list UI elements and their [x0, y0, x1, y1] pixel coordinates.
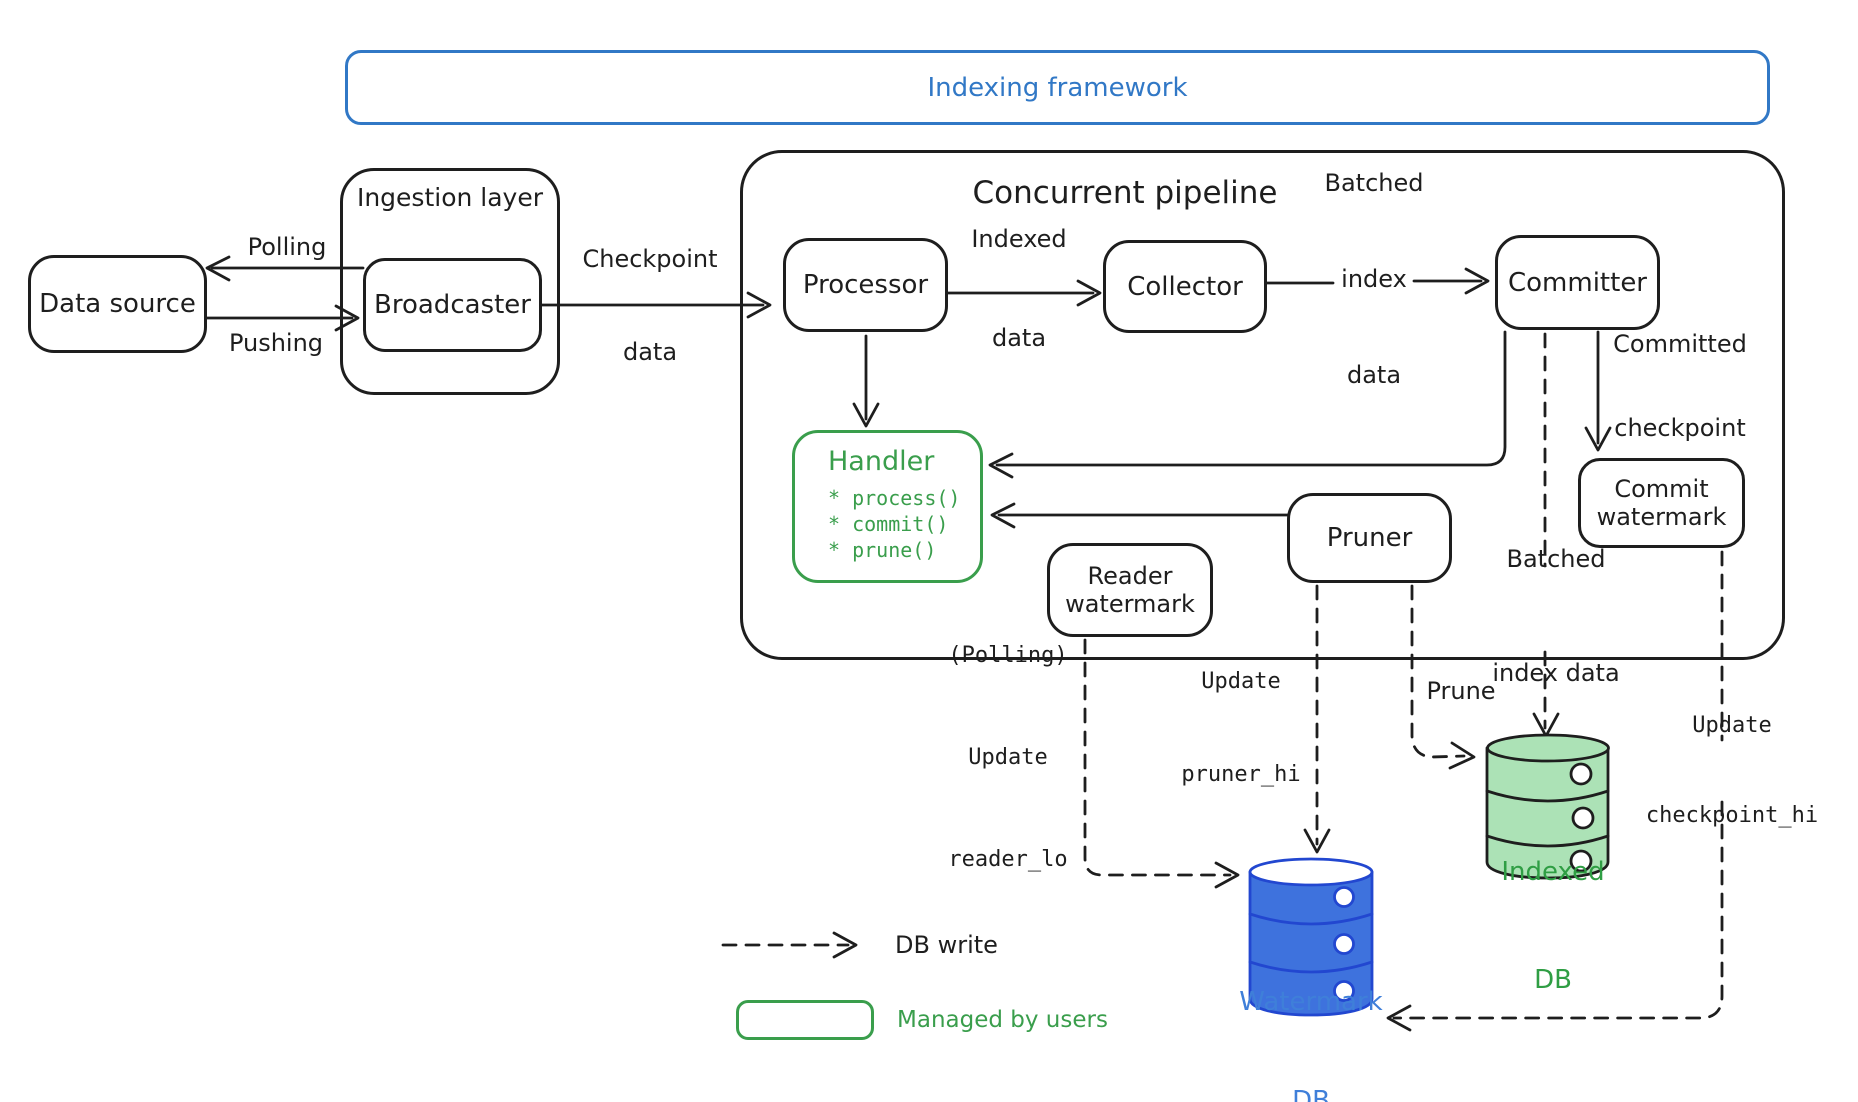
update-pruner-hi-arrowhead — [1303, 828, 1331, 854]
indexing-framework-title: Indexing framework — [927, 72, 1188, 103]
legend-managed-swatch — [736, 1000, 874, 1040]
batched-index-data-2-label: Batched index data — [1492, 545, 1620, 687]
concurrent-pipeline-title: Concurrent pipeline — [972, 175, 1278, 211]
handler-method-commit: * commit() — [828, 512, 949, 536]
broadcaster-label: Broadcaster — [374, 290, 531, 320]
prune-arrowhead — [1448, 741, 1476, 770]
broadcaster-node[interactable]: Broadcaster — [363, 258, 542, 352]
commit-watermark-label-line2: watermark — [1596, 503, 1727, 531]
processor-to-handler-arrow — [852, 334, 880, 428]
prune-label: Prune — [1426, 677, 1496, 705]
committed-checkpoint-arrow — [1584, 330, 1612, 452]
indexed-data-arrow — [946, 279, 1102, 307]
update-checkpoint-hi-label: Update checkpoint_hi — [1645, 713, 1819, 828]
pushing-arrow — [205, 304, 360, 332]
data-source-node[interactable]: Data source — [28, 255, 207, 353]
indexed-db-icon[interactable] — [1485, 733, 1610, 880]
concurrent-pipeline-box[interactable] — [740, 150, 1785, 660]
update-reader-lo-arrowhead — [1214, 861, 1240, 889]
committer-label: Committer — [1507, 267, 1647, 298]
checkpoint-data-label: Checkpoint data — [582, 245, 718, 366]
collector-node[interactable]: Collector — [1103, 240, 1267, 333]
legend-db-write-arrowhead — [832, 931, 858, 959]
update-reader-lo-dashed-arrow — [1083, 638, 1232, 877]
watermark-db-icon[interactable] — [1248, 857, 1374, 1017]
pruner-to-handler-arrow — [990, 502, 1289, 529]
committer-to-handler-arrow — [988, 330, 1507, 479]
update-checkpoint-hi-dashed-arrow — [1392, 550, 1724, 1020]
ingestion-layer-box[interactable]: Ingestion layer — [340, 168, 560, 395]
handler-method-prune: * prune() — [828, 538, 937, 562]
committer-node[interactable]: Committer — [1495, 235, 1660, 330]
watermark-db-label: Watermark DB — [1239, 987, 1383, 1102]
reader-watermark-label-line1: Reader — [1087, 562, 1173, 590]
prune-dashed-arrow — [1410, 584, 1466, 759]
committed-checkpoint-label: Committed checkpoint — [1613, 330, 1747, 442]
collector-label: Collector — [1127, 271, 1243, 302]
update-reader-lo-label: (Polling) Update reader_lo — [948, 643, 1068, 872]
pruner-node[interactable]: Pruner — [1287, 493, 1452, 583]
handler-method-process: * process() — [828, 486, 961, 510]
update-pruner-hi-label: Update pruner_hi — [1181, 669, 1301, 787]
ingestion-layer-title: Ingestion layer — [356, 183, 544, 212]
data-source-label: Data source — [39, 289, 196, 319]
pushing-label: Pushing — [228, 329, 324, 357]
batched-index-data-arrow — [1265, 267, 1490, 295]
update-checkpoint-hi-arrowhead — [1386, 1004, 1412, 1032]
handler-title: Handler — [828, 446, 935, 477]
commit-watermark-node[interactable]: Commit watermark — [1578, 458, 1745, 548]
legend-db-write-label: DB write — [895, 931, 998, 959]
checkpoint-data-arrow — [540, 291, 772, 319]
commit-watermark-label-line1: Commit — [1614, 475, 1709, 503]
processor-node[interactable]: Processor — [783, 238, 948, 332]
pruner-label: Pruner — [1326, 523, 1413, 553]
handler-node[interactable]: Handler * process() * commit() * prune() — [792, 430, 983, 583]
processor-label: Processor — [802, 270, 929, 300]
reader-watermark-label-line2: watermark — [1065, 590, 1195, 618]
legend-managed-by-users-label: Managed by users — [897, 1007, 1108, 1033]
indexed-db-label: Indexed DB — [1501, 857, 1605, 995]
batched-index-data-label: Batched index data — [1324, 169, 1424, 389]
indexing-framework-box[interactable]: Indexing framework — [345, 50, 1770, 125]
polling-arrow — [205, 255, 365, 282]
indexed-data-label: Indexed data — [971, 225, 1067, 352]
reader-watermark-node[interactable]: Reader watermark — [1047, 543, 1213, 637]
polling-label: Polling — [247, 233, 327, 261]
